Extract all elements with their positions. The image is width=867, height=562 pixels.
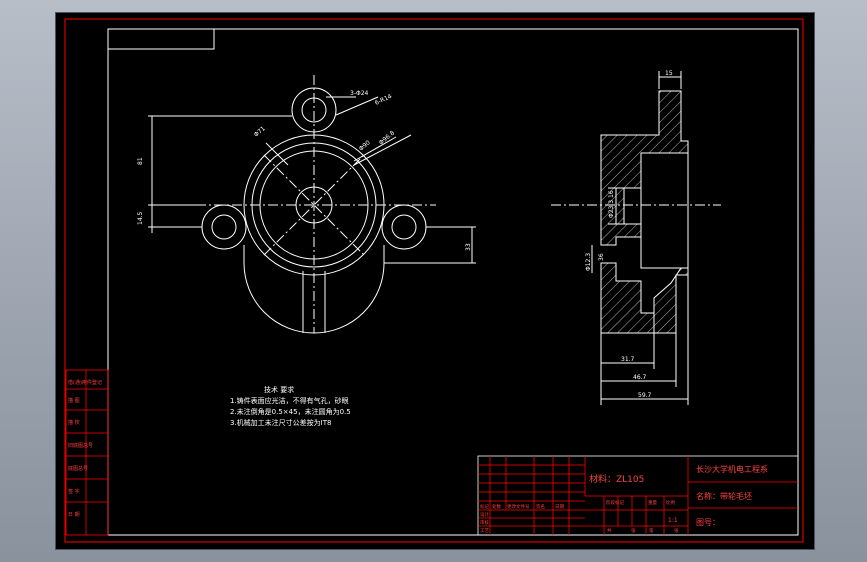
left-strip bbox=[65, 369, 109, 536]
dim-diameter-b: Φ90 bbox=[358, 139, 372, 152]
material-label: 材料：ZL105 bbox=[589, 473, 644, 485]
dim-top-width: 15 bbox=[665, 70, 673, 77]
strip-label-7: 日 期 bbox=[68, 512, 80, 518]
row-label-1: 标记 bbox=[480, 503, 489, 510]
dim-len-2: 46.7 bbox=[633, 374, 647, 381]
dim-len-3: 59.7 bbox=[638, 392, 652, 399]
row-label-4: 签名 bbox=[536, 503, 545, 510]
dim-bore-dia: Φ23.3 bbox=[608, 200, 615, 218]
strip-label-6: 签 字 bbox=[68, 488, 80, 495]
drawing-number: 图号： bbox=[696, 518, 720, 527]
stage-label-3: 比例 bbox=[666, 499, 675, 506]
bottom-cell-2: 张 bbox=[631, 527, 636, 534]
dim-lower-depth: 36 bbox=[598, 253, 605, 261]
tech-req-item-2: 2.未注倒角是0.5×45，未注圆角为0.5 bbox=[230, 407, 351, 416]
bottom-cell-4: 张 bbox=[674, 527, 679, 534]
strip-label-5: 底图总号 bbox=[68, 465, 88, 472]
title-block-grid bbox=[477, 455, 799, 536]
row-label-3: 更改文件号 bbox=[507, 503, 530, 510]
strip-label-4: 旧底图总号 bbox=[68, 442, 93, 449]
dim-height-top: 81 bbox=[137, 157, 144, 165]
role-process: 工艺 bbox=[480, 528, 489, 534]
dim-fillet-radius: 6-R14 bbox=[374, 93, 393, 107]
dim-len-1: 31.7 bbox=[621, 356, 635, 363]
cad-drawing: 借(通)用件登记 描 图 描 校 旧底图总号 底图总号 签 字 日 期 bbox=[64, 18, 804, 543]
stage-label-1: 阶段标记 bbox=[606, 499, 624, 506]
tech-req-title: 技术 要求 bbox=[264, 385, 294, 394]
bottom-cell-3: 第 bbox=[649, 527, 654, 534]
strip-label-3: 描 校 bbox=[68, 419, 80, 426]
dim-bore-depth: 16 bbox=[608, 190, 615, 198]
role-design: 设计 bbox=[480, 511, 489, 518]
school-name: 长沙大学机电工程系 bbox=[696, 464, 768, 474]
outer-border bbox=[64, 18, 804, 543]
drawing-viewport[interactable]: 借(通)用件登记 描 图 描 校 旧底图总号 底图总号 签 字 日 期 bbox=[55, 12, 815, 550]
tech-req-item-1: 1.铸件表面应光洁，不得有气孔，砂眼 bbox=[230, 396, 349, 405]
front-view bbox=[148, 75, 476, 334]
role-review: 审核 bbox=[480, 519, 489, 526]
part-name: 名称：带轮毛坯 bbox=[696, 491, 752, 501]
section-dimensions bbox=[591, 71, 689, 405]
section-view bbox=[551, 90, 721, 334]
dim-height-mid: 14.5 bbox=[137, 211, 144, 225]
dim-bolt-holes: 3-Φ24 bbox=[350, 90, 369, 97]
inner-border bbox=[107, 28, 799, 536]
reverse-code-box bbox=[107, 28, 215, 50]
bottom-cell-1: 共 bbox=[607, 527, 612, 534]
stage-label-2: 重量 bbox=[648, 499, 657, 506]
tech-req-item-3: 3.机械加工未注尺寸公差按为IT8 bbox=[230, 418, 331, 427]
dim-diameter-a: Φ71 bbox=[253, 125, 267, 138]
row-label-5: 日期 bbox=[555, 504, 564, 510]
dim-height-right: 33 bbox=[465, 243, 472, 251]
scale-value: 1:1 bbox=[668, 517, 678, 524]
row-label-2: 处数 bbox=[492, 503, 501, 510]
strip-label-2: 描 图 bbox=[68, 397, 80, 404]
strip-label-1: 借(通)用件登记 bbox=[68, 379, 102, 386]
dim-lower-dia: Φ12.3 bbox=[585, 253, 592, 271]
